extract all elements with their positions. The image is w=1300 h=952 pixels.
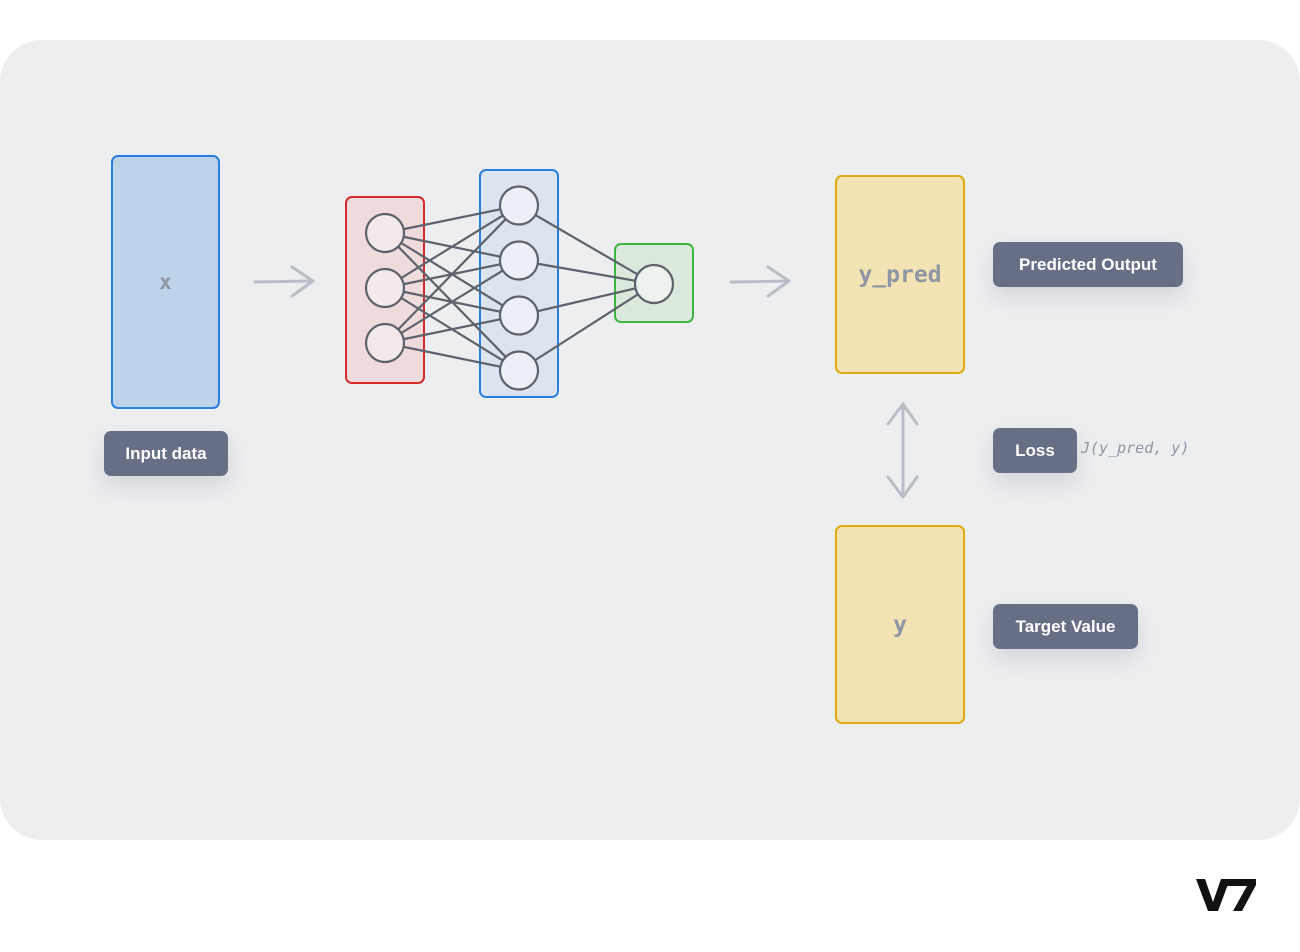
double-arrow-vertical-icon — [886, 402, 919, 499]
arrow-right-icon — [729, 265, 791, 298]
input-neuron — [364, 212, 406, 254]
input-variable: x — [159, 270, 172, 294]
prediction-variable: y_pred — [858, 261, 942, 288]
hidden-neuron — [498, 185, 540, 226]
input-neuron — [364, 267, 406, 309]
connection-line — [384, 314, 520, 345]
connection-line — [384, 204, 520, 344]
target-variable: y — [893, 611, 907, 638]
target-box: y — [835, 525, 965, 724]
connection-line — [384, 204, 520, 289]
connection-line — [384, 204, 520, 235]
hidden-neuron — [498, 350, 540, 391]
loss-label: Loss — [993, 428, 1077, 473]
connection-line — [518, 259, 655, 286]
predicted-output-label: Predicted Output — [993, 242, 1183, 287]
v7-logo — [1196, 879, 1256, 911]
input-data-box: x — [111, 155, 220, 409]
hidden-neuron — [498, 240, 540, 281]
connection-line — [384, 259, 520, 344]
hidden-neuron — [498, 295, 540, 336]
output-neuron — [633, 263, 675, 305]
network-connections — [384, 204, 655, 372]
loss-formula: J(y_pred, y) — [1081, 439, 1190, 457]
arrow-right-icon — [253, 265, 315, 298]
input-neuron — [364, 322, 406, 364]
prediction-box: y_pred — [835, 175, 965, 374]
connection-line — [518, 282, 655, 317]
connection-line — [384, 341, 520, 372]
connection-line — [518, 283, 655, 372]
target-value-label: Target Value — [993, 604, 1138, 649]
network-neurons — [364, 185, 675, 391]
connection-line — [518, 204, 655, 285]
input-data-label: Input data — [104, 431, 228, 476]
